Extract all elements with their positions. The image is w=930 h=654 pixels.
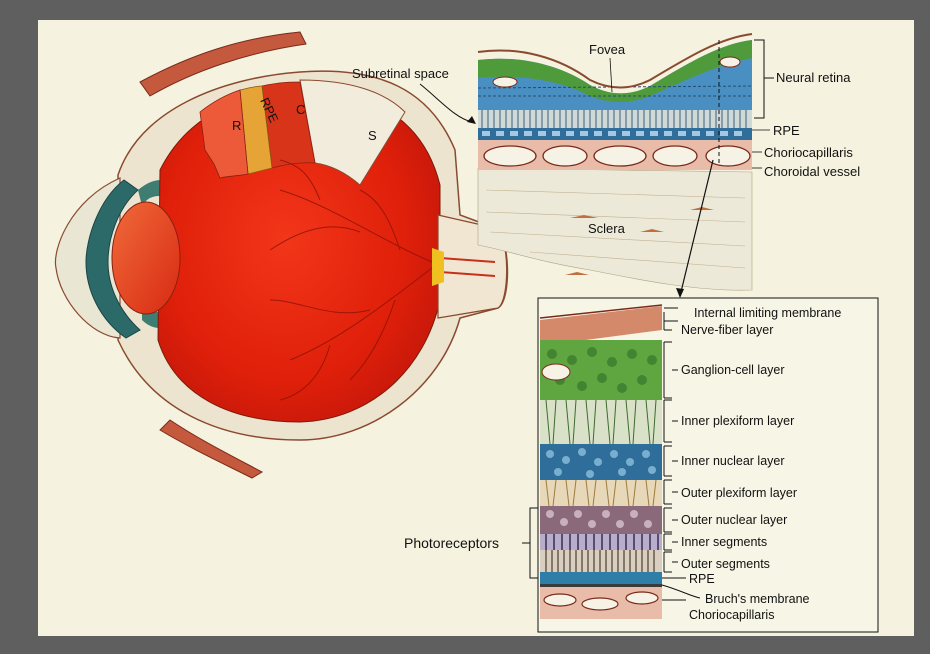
- photoreceptors-bracket: [522, 508, 538, 578]
- label-inner-nuclear-layer: Inner nuclear layer: [681, 454, 785, 468]
- outer-plexiform-layer: [540, 480, 662, 506]
- label-outer-plexiform-layer: Outer plexiform layer: [681, 486, 797, 500]
- label-top-rpe: RPE: [773, 123, 800, 138]
- label-internal-limiting-membrane: Internal limiting membrane: [694, 306, 841, 320]
- outer-nuclear-layer: [540, 506, 662, 534]
- eye-label-c: C: [296, 102, 305, 117]
- label-ganglion-cell-layer: Ganglion-cell layer: [681, 363, 785, 377]
- label-subretinal-space: Subretinal space: [352, 66, 449, 81]
- label-neural-retina: Neural retina: [776, 70, 851, 85]
- label-inner-segments: Inner segments: [681, 535, 767, 549]
- label-bruchs-membrane: Bruch's membrane: [705, 592, 810, 606]
- label-detail-choriocapillaris: Choriocapillaris: [689, 608, 774, 622]
- inner-plexiform-layer: [540, 400, 662, 444]
- label-outer-nuclear-layer: Outer nuclear layer: [681, 513, 787, 527]
- neural-retina-bracket: [754, 40, 774, 118]
- label-choroidal-vessel: Choroidal vessel: [764, 164, 860, 179]
- label-top-choriocapillaris: Choriocapillaris: [764, 145, 853, 160]
- label-inner-plexiform-layer: Inner plexiform layer: [681, 414, 794, 428]
- eye-label-r: R: [232, 118, 241, 133]
- lens: [112, 202, 180, 314]
- label-fovea: Fovea: [589, 42, 626, 57]
- label-sclera: Sclera: [588, 221, 626, 236]
- detail-rpe-layer: [540, 572, 662, 584]
- label-nerve-fiber-layer: Nerve-fiber layer: [681, 323, 773, 337]
- eye-label-s: S: [368, 128, 377, 143]
- eyeball-section: R RPE C S: [55, 32, 507, 478]
- label-detail-rpe: RPE: [689, 572, 715, 586]
- retina-detail-panel: Internal limiting membrane Nerve-fiber l…: [404, 298, 878, 632]
- label-photoreceptors: Photoreceptors: [404, 535, 499, 551]
- optic-disc: [432, 248, 444, 286]
- label-outer-segments: Outer segments: [681, 557, 770, 571]
